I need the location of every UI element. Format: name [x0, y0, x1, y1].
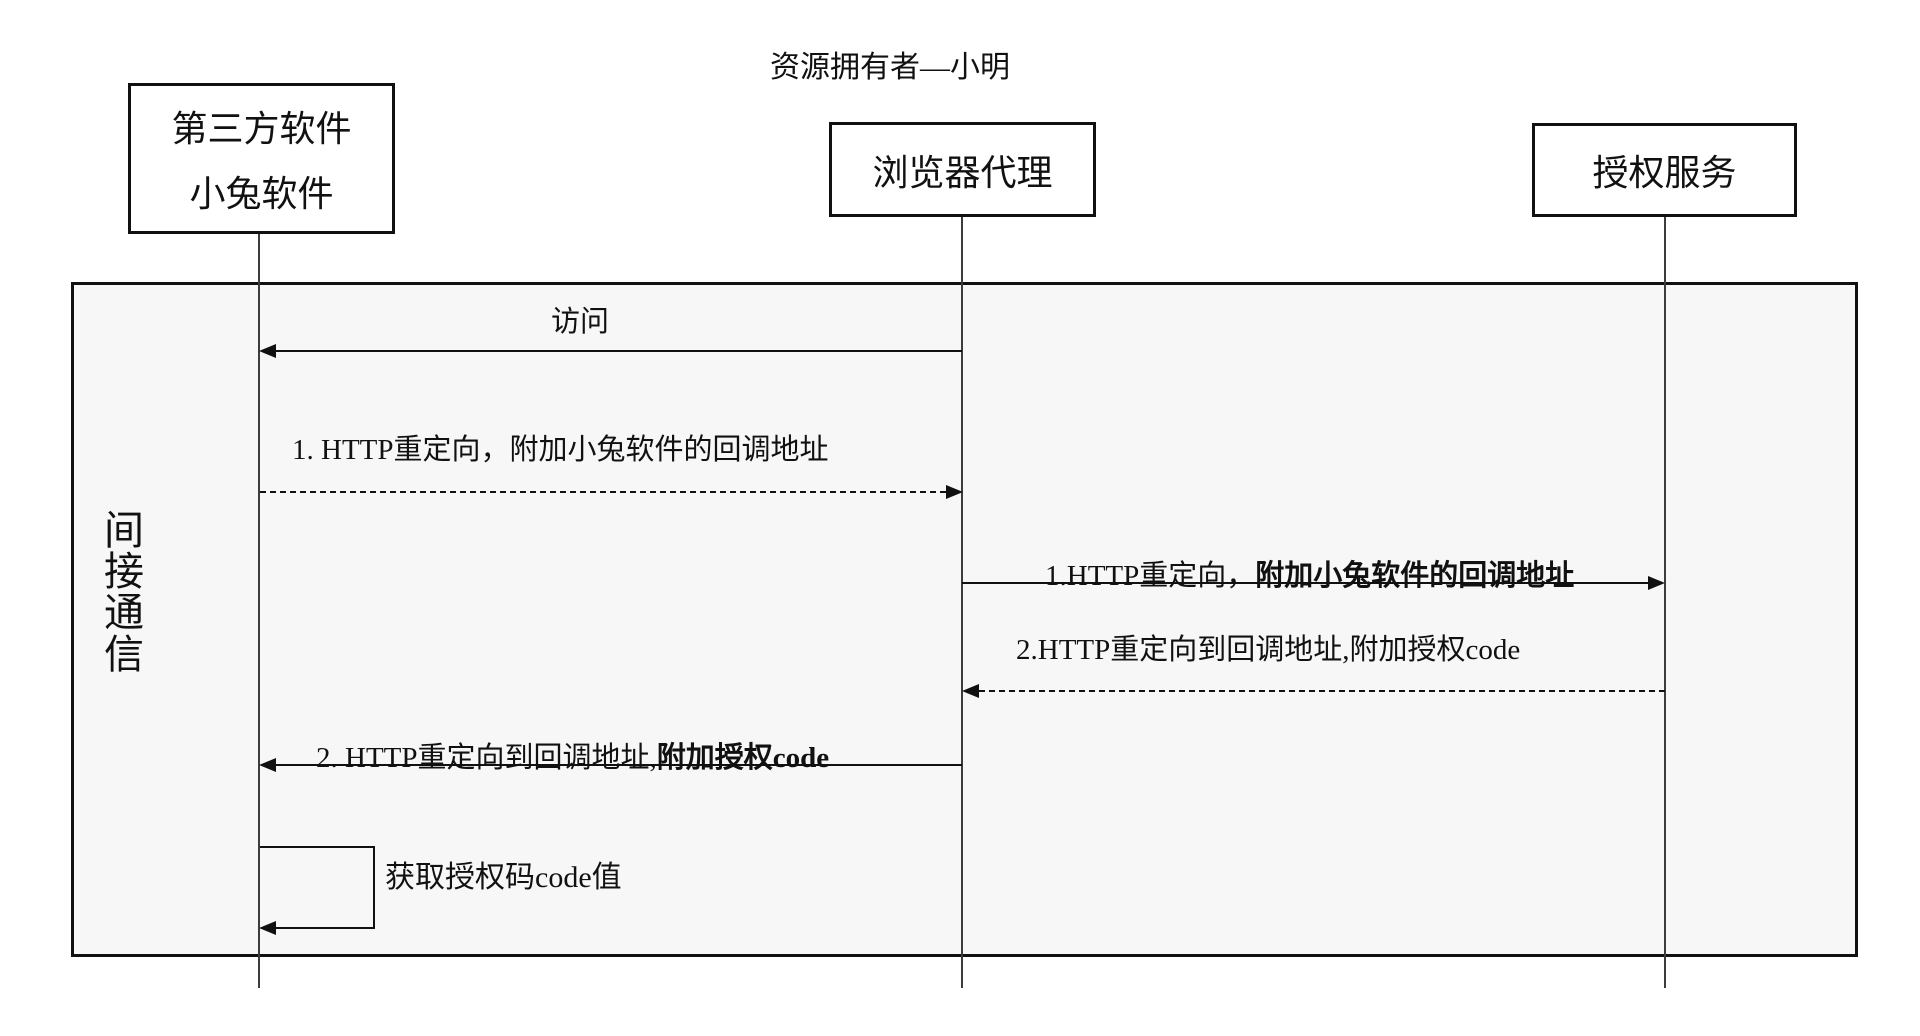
message-text-bold: 附加授权code: [656, 741, 830, 774]
message-callback-to-browser-line: [979, 690, 1665, 692]
lifeline-auth-service: [1664, 217, 1666, 988]
frame-label: 间接通信: [104, 508, 144, 677]
message-callback-to-third-party-label: 2. HTTP重定向到回调地址,附加授权code: [287, 706, 829, 810]
message-text-regular: 1.HTTP重定向，: [1045, 559, 1256, 592]
arrowhead-left-icon: [962, 684, 979, 698]
self-message-right-line: [373, 846, 375, 929]
lifeline-browser: [961, 217, 963, 988]
actor-browser-agent: 浏览器代理: [829, 122, 1096, 217]
actor-label: 浏览器代理: [872, 152, 1053, 193]
actor-third-party-software: 第三方软件 小兔软件: [128, 83, 395, 234]
indirect-communication-frame: [71, 282, 1858, 957]
arrowhead-left-icon: [259, 921, 276, 935]
message-visit-line: [276, 350, 962, 352]
actor-label: 授权服务: [1592, 153, 1737, 193]
message-redirect-to-browser-line: [260, 491, 946, 493]
message-text-regular: 2. HTTP重定向到回调地址,: [316, 741, 657, 774]
actor-label: 第三方软件: [171, 108, 352, 149]
self-message-bottom-line: [276, 927, 375, 929]
message-callback-to-browser-label: 2.HTTP重定向到回调地址,附加授权code: [1016, 634, 1521, 666]
arrowhead-left-icon: [259, 344, 276, 358]
arrowhead-left-icon: [259, 758, 276, 772]
actor-label: 小兔软件: [189, 174, 334, 215]
message-callback-to-third-party-line: [276, 764, 962, 766]
message-self-get-code-label: 获取授权码code值: [385, 861, 622, 894]
self-message-top-line: [260, 846, 375, 848]
message-text-bold: 附加小兔软件的回调地址: [1255, 559, 1575, 592]
arrowhead-right-icon: [1648, 576, 1665, 590]
lifeline-third-party: [258, 234, 260, 988]
actor-auth-service: 授权服务: [1532, 123, 1797, 217]
message-redirect-to-browser-label: 1. HTTP重定向，附加小兔软件的回调地址: [292, 434, 829, 466]
message-redirect-to-auth-line: [962, 582, 1649, 584]
message-visit-label: 访问: [550, 306, 609, 338]
diagram-title: 资源拥有者—小明: [770, 51, 1010, 84]
message-redirect-to-auth-label: 1.HTTP重定向，附加小兔软件的回调地址: [1016, 524, 1574, 628]
arrowhead-right-icon: [946, 485, 963, 499]
